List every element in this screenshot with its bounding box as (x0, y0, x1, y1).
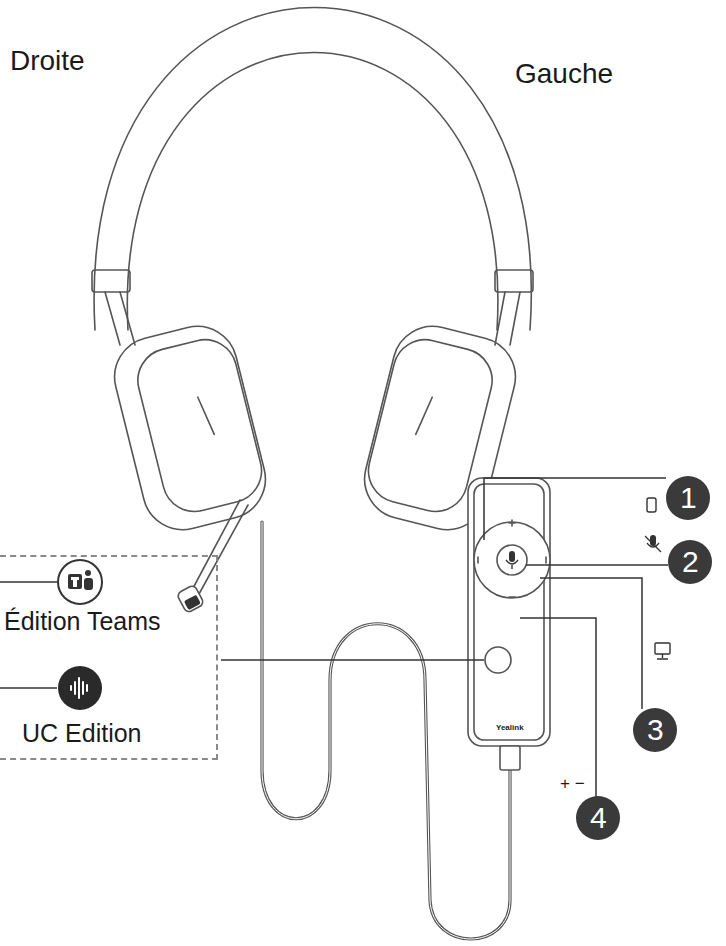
leader-button (221, 659, 484, 661)
leader-lines (0, 478, 668, 797)
mute-button (497, 545, 527, 575)
callout-circle (666, 476, 710, 520)
edition-name: UC Edition (22, 719, 142, 748)
edition-box: Édition Teams UC Edition (0, 555, 218, 760)
callout-circle (633, 708, 677, 752)
callout-circle (668, 540, 712, 584)
leader-uc (0, 687, 57, 689)
control-ring (474, 522, 550, 598)
leader-1 (484, 478, 666, 540)
mic-boom (192, 500, 248, 594)
uc-icon (58, 666, 102, 710)
yoke-right (105, 292, 135, 345)
teams-button (485, 647, 511, 673)
usb-plug (500, 746, 520, 770)
callout-number: 1 (680, 481, 697, 515)
callout-circles (576, 476, 712, 840)
volume-mark: + − (560, 774, 585, 794)
callout-number: 4 (590, 801, 607, 835)
leader-4 (520, 618, 596, 797)
edition-name: Édition Teams (4, 607, 161, 636)
side-label: Gauche (515, 58, 613, 90)
yoke-left (495, 292, 520, 345)
brand-name: Yealink (496, 723, 524, 732)
leader-2 (526, 564, 668, 566)
side-label: Droite (10, 45, 85, 77)
ring-marks (478, 520, 546, 597)
mute-mic-icon (645, 535, 661, 552)
computer-icon (655, 643, 670, 659)
callout-number: 3 (647, 713, 664, 747)
leader-teams (0, 581, 57, 583)
callout-number: 2 (682, 545, 699, 579)
leader-3 (540, 578, 642, 709)
controller-body (468, 478, 550, 746)
headband-outer (94, 8, 531, 331)
slider-left (495, 270, 533, 292)
callout-circle (576, 796, 620, 840)
headband-inner (127, 53, 498, 331)
teams-icon (58, 560, 102, 604)
phone-icon (647, 498, 656, 512)
slider-right (92, 270, 130, 292)
mic-icon (506, 551, 518, 569)
mic-capsule (176, 584, 204, 613)
